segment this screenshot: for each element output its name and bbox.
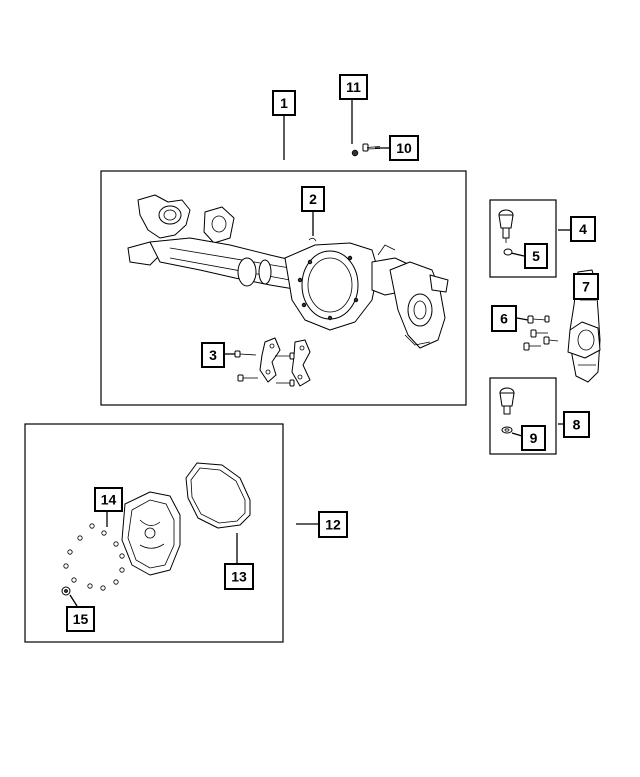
cover-kit-frame bbox=[24, 423, 284, 643]
svg-text:10: 10 bbox=[396, 140, 412, 156]
svg-text:13: 13 bbox=[231, 569, 247, 585]
svg-text:1: 1 bbox=[280, 95, 288, 111]
callout-10: 10 bbox=[389, 135, 419, 161]
svg-text:3: 3 bbox=[209, 347, 217, 363]
callout-14: 14 bbox=[94, 487, 123, 512]
bracket-bolt-icon bbox=[234, 337, 311, 387]
callout-7: 7 bbox=[573, 273, 599, 300]
svg-text:8: 8 bbox=[573, 417, 581, 433]
svg-text:5: 5 bbox=[532, 248, 540, 264]
lower-ball-joint-frame bbox=[489, 377, 557, 455]
callout-8: 8 bbox=[563, 411, 590, 438]
leader-9 bbox=[511, 432, 523, 437]
fill-plug-icon bbox=[61, 586, 71, 596]
svg-text:4: 4 bbox=[579, 221, 587, 237]
callout-1: 1 bbox=[272, 90, 296, 116]
cover-bolt-icon bbox=[63, 523, 125, 591]
gasket-icon bbox=[185, 462, 251, 529]
callout-15: 15 bbox=[66, 606, 95, 632]
svg-text:11: 11 bbox=[346, 79, 361, 95]
callout-12: 12 bbox=[318, 511, 348, 538]
lower-ball-joint-icon bbox=[499, 387, 515, 415]
ball-joint-icon bbox=[498, 209, 514, 243]
leader-15 bbox=[69, 594, 78, 607]
differential-cover-icon bbox=[121, 491, 181, 576]
bolt-icon bbox=[362, 143, 381, 152]
svg-text:2: 2 bbox=[309, 191, 317, 207]
callout-11: 11 bbox=[339, 74, 368, 100]
svg-text:9: 9 bbox=[530, 430, 538, 446]
callout-9: 9 bbox=[521, 425, 546, 451]
callout-2: 2 bbox=[301, 186, 325, 212]
svg-text:15: 15 bbox=[73, 611, 89, 627]
callout-13: 13 bbox=[224, 563, 254, 590]
axle-assembly-icon bbox=[127, 194, 449, 349]
upper-ball-joint-frame bbox=[489, 199, 557, 278]
knuckle-bolt-icon bbox=[523, 315, 559, 351]
callout-4: 4 bbox=[570, 216, 596, 242]
callout-6: 6 bbox=[491, 305, 517, 332]
svg-text:7: 7 bbox=[582, 279, 590, 295]
callout-5: 5 bbox=[524, 243, 548, 269]
svg-text:6: 6 bbox=[500, 311, 508, 327]
callout-3: 3 bbox=[201, 342, 225, 368]
nut-icon bbox=[351, 149, 359, 157]
leader-6 bbox=[516, 317, 529, 321]
lower-ball-joint-nut-icon bbox=[501, 426, 513, 434]
svg-text:12: 12 bbox=[325, 517, 341, 533]
axle-assembly-frame bbox=[100, 170, 467, 406]
ball-joint-nut-icon bbox=[503, 248, 513, 256]
leader-5 bbox=[510, 252, 525, 257]
svg-text:14: 14 bbox=[101, 492, 117, 508]
